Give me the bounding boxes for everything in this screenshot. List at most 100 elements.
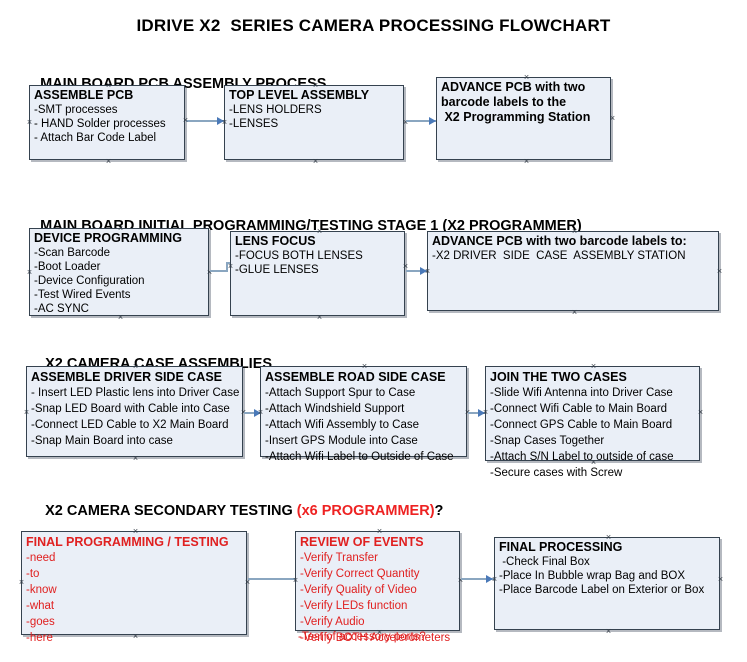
node-line: -SMT processes <box>34 104 118 116</box>
connector-handle-top[interactable] <box>316 228 323 235</box>
connector-handle-top[interactable] <box>590 363 597 370</box>
connector-handle[interactable] <box>182 117 189 124</box>
section-heading-suffix: ? <box>434 503 444 519</box>
connector-handle-left[interactable] <box>482 409 489 416</box>
connector-line <box>406 270 428 272</box>
node-line: -Verify Quality of Video <box>300 584 417 596</box>
node-assemble-road-side-case[interactable]: ASSEMBLE ROAD SIDE CASE -Attach Support … <box>257 363 467 463</box>
connector-handle-right[interactable] <box>697 409 704 416</box>
node-line: -Device Configuration <box>34 275 145 287</box>
connector-handle-top[interactable] <box>361 363 368 370</box>
node-top-level-assembly[interactable]: TOP LEVEL ASSEMBLY -LENS HOLDERS -LENSES <box>224 85 404 160</box>
node-line: -Place In Bubble wrap Bag and BOX <box>499 570 686 582</box>
connector-handle-bottom[interactable] <box>316 314 323 321</box>
connector-handle-bottom[interactable] <box>312 158 319 165</box>
node-title: DEVICE PROGRAMMING <box>34 231 182 245</box>
node-line: -X2 DRIVER SIDE CASE ASSEMBLY STATION <box>432 250 686 262</box>
connector-handle-left[interactable] <box>26 119 33 126</box>
connector-handle-left[interactable] <box>424 268 431 275</box>
connector-handle-bottom[interactable] <box>132 455 139 462</box>
connector-handle-left[interactable] <box>18 579 25 586</box>
connector-handle-bottom[interactable] <box>132 633 139 640</box>
node-advance-pcb-programming-station[interactable]: ADVANCE PCB with two barcode labels to t… <box>436 77 611 160</box>
node-line: -Insert GPS Module into Case <box>265 435 418 447</box>
connector-handle-right[interactable] <box>402 263 409 270</box>
node-review-of-events[interactable]: REVIEW OF EVENTS -Verify Transfer -Verif… <box>292 528 460 644</box>
node-line: -Slide Wifi Antenna into Driver Case <box>490 387 673 399</box>
connector-handle-left[interactable] <box>26 269 33 276</box>
connector-handle-right[interactable] <box>244 579 251 586</box>
node-assemble-pcb[interactable]: ASSEMBLE PCB -SMT processes - HAND Solde… <box>29 85 185 160</box>
connector-handle-right[interactable] <box>716 268 723 275</box>
connector-line <box>406 120 436 122</box>
node-lens-focus[interactable]: LENS FOCUS -FOCUS BOTH LENSES -GLUE LENS… <box>230 231 405 316</box>
connector-handle-bottom[interactable] <box>361 455 368 462</box>
arrowhead-icon <box>486 575 493 583</box>
connector-handle-top[interactable] <box>105 82 112 89</box>
node-line: -Check Final Box <box>499 556 590 568</box>
node-title: FINAL PROGRAMMING / TESTING <box>26 535 229 549</box>
connector-line <box>244 412 262 414</box>
arrowhead-icon <box>429 117 436 125</box>
node-line: -Scan Barcode <box>34 247 111 259</box>
connector-handle-left[interactable] <box>23 409 30 416</box>
connector-handle-bottom[interactable] <box>117 314 124 321</box>
connector-handle-top[interactable] <box>571 228 578 235</box>
node-title-line3: X2 Programming Station <box>441 110 591 124</box>
node-line: -LENS HOLDERS <box>229 104 322 116</box>
connector-line <box>468 412 486 414</box>
node-line: -Verify Transfer <box>300 552 378 564</box>
node-line: -AC SYNC <box>34 303 89 315</box>
node-line: -Test Wired Events <box>34 289 131 301</box>
node-line: -Snap Cases Together <box>490 435 605 447</box>
connector-handle-bottom[interactable] <box>523 158 530 165</box>
node-line: -Place Barcode Label on Exterior or Box <box>499 584 705 596</box>
node-line: -Verify LEDs function <box>300 600 408 612</box>
connector-handle-bottom[interactable] <box>376 629 383 636</box>
connector-handle-top[interactable] <box>523 74 530 81</box>
node-line: -goes <box>26 616 55 628</box>
node-line: -Snap Main Board into case <box>31 435 173 447</box>
node-device-programming[interactable]: DEVICE PROGRAMMING -Scan Barcode -Boot L… <box>29 228 209 316</box>
connector-handle-top[interactable] <box>117 225 124 232</box>
section-heading-text: X2 CAMERA SECONDARY TESTING <box>45 503 297 519</box>
node-title: TOP LEVEL ASSEMBLY <box>229 88 370 102</box>
connector-handle-top[interactable] <box>312 82 319 89</box>
node-line: -Secure cases with Screw <box>490 467 623 479</box>
node-advance-pcb-driver-side[interactable]: ADVANCE PCB with two barcode labels to: … <box>427 231 719 311</box>
node-final-processing[interactable]: FINAL PROCESSING -Check Final Box -Place… <box>494 537 720 630</box>
connector-handle-left[interactable] <box>257 409 264 416</box>
connector-handle-left[interactable] <box>221 119 228 126</box>
node-title: JOIN THE TWO CASES <box>490 370 627 384</box>
node-line: -to <box>26 568 40 580</box>
connector-handle-top[interactable] <box>605 534 612 541</box>
connector-handle-left[interactable] <box>227 263 234 270</box>
node-final-programming-testing[interactable]: FINAL PROGRAMMING / TESTING -need -to -k… <box>18 528 247 644</box>
connector-handle-left[interactable] <box>292 577 299 584</box>
connector-handle-bottom[interactable] <box>590 459 597 466</box>
connector-handle-right[interactable] <box>609 115 616 122</box>
node-title: ADVANCE PCB with two <box>441 80 586 94</box>
node-title: LENS FOCUS <box>235 234 316 248</box>
node-line: -Attach S/N Label to outside of case <box>490 451 674 463</box>
node-line: -Attach Windshield Support <box>265 403 405 415</box>
connector-handle-top[interactable] <box>376 528 383 535</box>
connector-handle-right[interactable] <box>717 576 724 583</box>
connector-handle-bottom[interactable] <box>571 309 578 316</box>
node-join-the-two-cases[interactable]: JOIN THE TWO CASES -Slide Wifi Antenna i… <box>482 363 700 479</box>
connector-handle-bottom[interactable] <box>605 628 612 635</box>
connector-handle-bottom[interactable] <box>105 158 112 165</box>
connector-handle-left[interactable] <box>491 576 498 583</box>
node-line: -Verify BOTH Accelerometers <box>300 632 451 644</box>
node-line: -FOCUS BOTH LENSES <box>235 250 363 262</box>
connector-line <box>210 270 228 272</box>
section-heading-accent: (x6 PROGRAMMER) <box>296 503 435 519</box>
connector-handle-top[interactable] <box>132 528 139 535</box>
node-title: ADVANCE PCB with two barcode labels to: <box>432 234 687 248</box>
node-title: REVIEW OF EVENTS <box>300 535 424 549</box>
node-assemble-driver-side-case[interactable]: ASSEMBLE DRIVER SIDE CASE - Insert LED P… <box>26 366 243 457</box>
connector-handle-top[interactable] <box>132 363 139 370</box>
node-line: - HAND Solder processes <box>34 118 166 130</box>
connector-line <box>248 578 296 580</box>
